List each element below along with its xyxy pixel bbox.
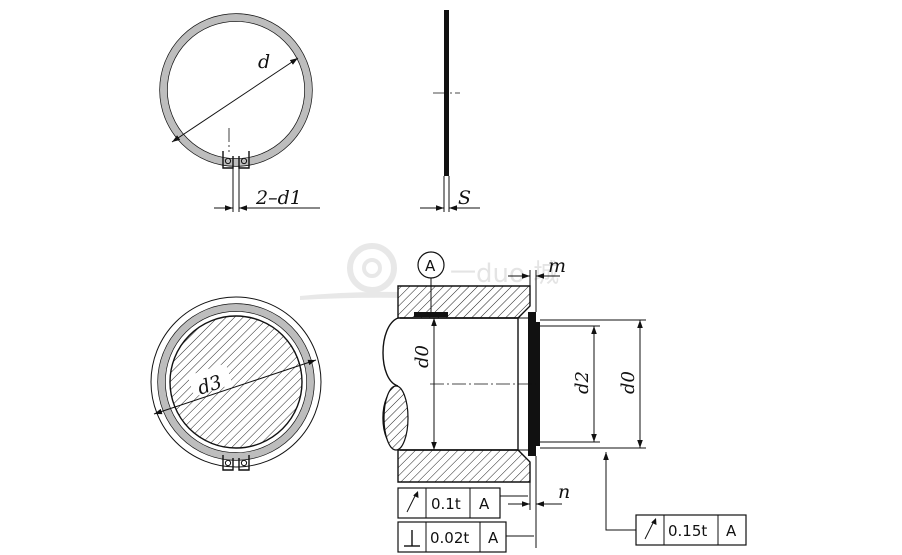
frame-1-datum: A [479,495,490,513]
perpendicular-icon [404,530,420,547]
circlip-side-view: S [420,10,480,212]
tolerance-frame-runout-1: 0.1t A [397,487,501,519]
frame-3-value: 0.15t [668,522,707,540]
frame-2-datum: A [488,529,499,547]
installed-on-shaft-view: d3 [150,296,322,471]
assembly-section-view: A d0 m d2 d0 n [382,251,646,548]
circlip-front-view: d 2–d1 [159,13,320,212]
label-d: d [258,51,270,73]
label-2-d1: 2–d1 [255,187,302,209]
label-s: S [458,187,471,209]
tolerance-frame-runout-2: 0.15t A [635,514,747,546]
label-d0-left: d0 [412,345,433,368]
label-m: m [548,255,566,277]
datum-letter: A [425,257,436,275]
label-n: n [558,481,570,503]
label-d2: d2 [572,371,593,394]
frame-3-datum: A [726,522,737,540]
runout-arrow-icon [644,518,657,540]
tolerance-frame-perpendicularity: 0.02t A [397,521,507,553]
frame-1-value: 0.1t [431,495,461,513]
runout-arrow-icon [406,491,419,513]
label-d0-right: d0 [618,371,639,394]
frame-2-value: 0.02t [430,529,469,547]
watermark-text: 一duo 城 [450,259,559,289]
